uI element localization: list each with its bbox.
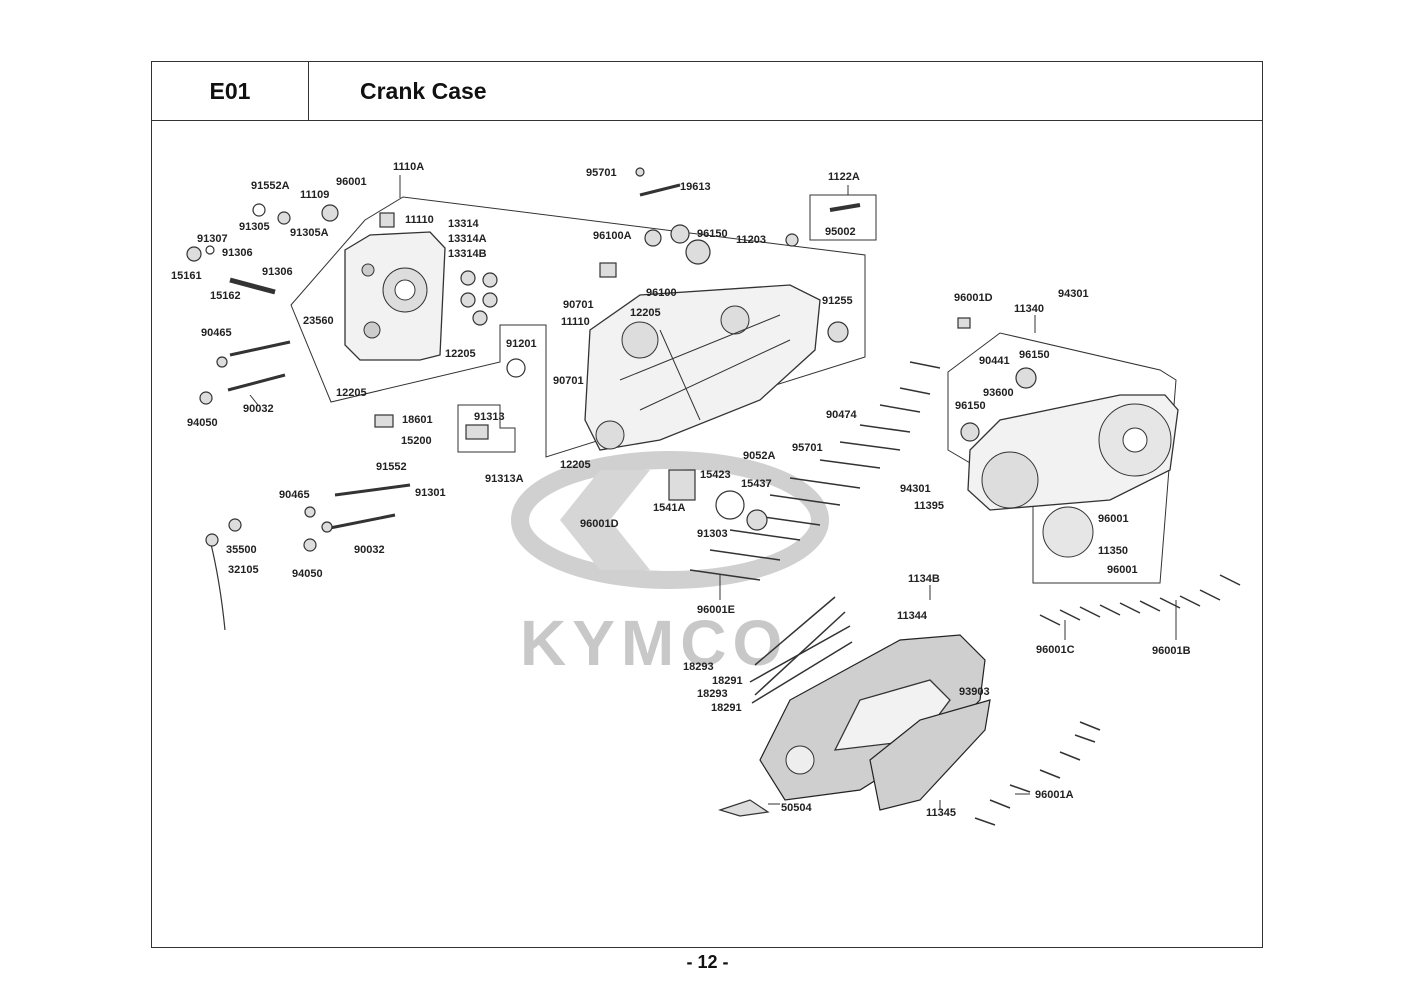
callout-96001: 96001 (1098, 513, 1129, 525)
callout-35500: 35500 (226, 544, 257, 556)
callout-96150: 96150 (1019, 349, 1050, 361)
callout-91303: 91303 (697, 528, 728, 540)
callout-96001: 96001 (1107, 564, 1138, 576)
callout-96001A: 96001A (1035, 789, 1074, 801)
callout-12205: 12205 (630, 307, 661, 319)
callout-95701: 95701 (586, 167, 617, 179)
callout-19613: 19613 (680, 181, 711, 193)
callout-15162: 15162 (210, 290, 241, 302)
callout-96001B: 96001B (1152, 645, 1191, 657)
callout-90474: 90474 (826, 409, 857, 421)
callout-15423: 15423 (700, 469, 731, 481)
callout-13314: 13314 (448, 218, 479, 230)
callout-91301: 91301 (415, 487, 446, 499)
callout-labels: 1110A 91552A 11109 96001 91305 91305A 11… (171, 161, 1191, 819)
callout-11350: 11350 (1098, 545, 1128, 557)
callout-32105: 32105 (228, 564, 259, 576)
callout-23560: 23560 (303, 315, 334, 327)
callout-94050: 94050 (187, 417, 218, 429)
callout-90441: 90441 (979, 355, 1010, 367)
callout-9052A: 9052A (743, 450, 775, 462)
callout-91305: 91305 (239, 221, 270, 233)
callout-11395: 11395 (914, 500, 944, 512)
callout-11340: 11340 (1014, 303, 1044, 315)
callout-12205: 12205 (445, 348, 476, 360)
group-outline-1122A (809, 194, 877, 241)
callout-11345: 11345 (926, 807, 956, 819)
callout-91201: 91201 (506, 338, 537, 350)
leader-lines (249, 175, 1177, 810)
callout-13314B: 13314B (448, 248, 487, 260)
callout-91313: 91313 (474, 411, 505, 423)
callout-50504: 50504 (781, 802, 812, 814)
callout-96100: 96100 (646, 287, 677, 299)
callout-90465: 90465 (279, 489, 310, 501)
callout-11203: 11203 (736, 234, 766, 246)
callout-96100A: 96100A (593, 230, 632, 242)
group-outline-crankcase-left (290, 196, 866, 458)
callout-96001E: 96001E (697, 604, 735, 616)
callout-90032: 90032 (243, 403, 274, 415)
callout-93600: 93600 (983, 387, 1014, 399)
bolt-row-96001C-96001B (1039, 574, 1241, 626)
watermark-text: KYMCO (520, 607, 788, 679)
callout-95701: 95701 (792, 442, 823, 454)
callout-18291: 18291 (711, 702, 742, 714)
callout-11109: 11109 (300, 189, 329, 201)
bolt-row-96001A (974, 721, 1101, 826)
diagram-frame (151, 120, 1263, 948)
callout-1134B: 1134B (908, 573, 940, 585)
callout-1110A: 1110A (393, 161, 424, 173)
kymco-watermark: KYMCO (511, 451, 829, 679)
callout-96001D: 96001D (954, 292, 993, 304)
callout-94301: 94301 (900, 483, 931, 495)
stud-bolts-left-cover (749, 596, 853, 704)
callout-13314A: 13314A (448, 233, 487, 245)
callout-18601: 18601 (402, 414, 433, 426)
callout-90465: 90465 (201, 327, 232, 339)
callout-91552: 91552 (376, 461, 407, 473)
callout-90701: 90701 (563, 299, 594, 311)
bolt-row-96001E (689, 361, 941, 581)
callout-91306: 91306 (222, 247, 253, 259)
callout-96150: 96150 (697, 228, 728, 240)
group-outline-bearing-set (457, 404, 516, 453)
callout-15200: 15200 (401, 435, 432, 447)
callout-95002: 95002 (825, 226, 856, 238)
callout-94050: 94050 (292, 568, 323, 580)
callout-18293: 18293 (697, 688, 728, 700)
callout-91313A: 91313A (485, 473, 524, 485)
callout-12205: 12205 (560, 459, 591, 471)
callout-96001C: 96001C (1036, 644, 1075, 656)
callout-15161: 15161 (171, 270, 202, 282)
callout-11110: 11110 (405, 214, 434, 226)
callout-15437: 15437 (741, 478, 772, 490)
callout-91307: 91307 (197, 233, 228, 245)
callout-91305A: 91305A (290, 227, 329, 239)
callout-18291: 18291 (712, 675, 743, 687)
callout-96001: 96001 (336, 176, 367, 188)
right-transmission-cover (967, 394, 1179, 558)
main-crankcase (584, 284, 821, 451)
callout-11110: 11110 (561, 316, 590, 328)
callout-96150: 96150 (955, 400, 986, 412)
page-number: - 12 - (686, 952, 729, 972)
callout-1122A: 1122A (828, 171, 860, 183)
small-parts (186, 167, 1037, 817)
callout-90701: 90701 (553, 375, 584, 387)
callout-91552A: 91552A (251, 180, 290, 192)
callout-90032: 90032 (354, 544, 385, 556)
left-crankcase-half (344, 231, 446, 361)
callout-96001D: 96001D (580, 518, 619, 530)
callout-1541A: 1541A (653, 502, 685, 514)
callout-91255: 91255 (822, 295, 853, 307)
callout-12205: 12205 (336, 387, 367, 399)
callout-11344: 11344 (897, 610, 928, 622)
callout-18293: 18293 (683, 661, 714, 673)
callout-93903: 93903 (959, 686, 990, 698)
callout-94301: 94301 (1058, 288, 1089, 300)
left-transmission-cover (759, 634, 991, 811)
callout-91306: 91306 (262, 266, 293, 278)
